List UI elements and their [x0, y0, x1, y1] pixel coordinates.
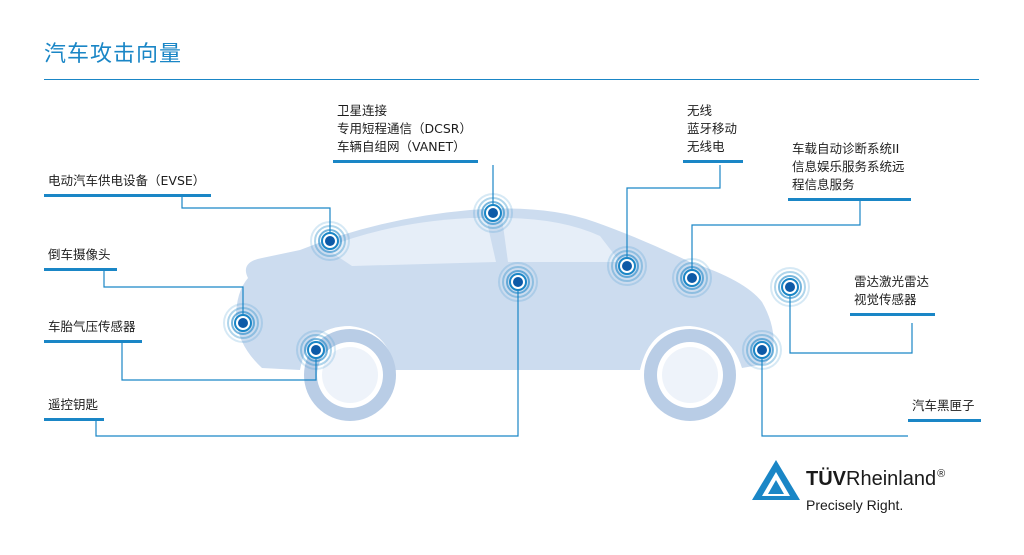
label-radar: 雷达激光雷达 视觉传感器	[850, 273, 936, 316]
node-wireless	[607, 246, 647, 286]
label-evse: 电动汽车供电设备（EVSE）	[44, 172, 212, 197]
node-rear-camera	[223, 303, 263, 343]
label-wireless: 无线 蓝牙移动 无线电	[683, 102, 744, 163]
label-tire-pressure: 车胎气压传感器	[44, 318, 142, 343]
label-black-box: 汽车黑匣子	[908, 397, 981, 422]
car-silhouette	[236, 208, 774, 421]
title-divider	[44, 79, 979, 80]
node-key-fob	[498, 262, 538, 302]
label-diagnostics: 车载自动诊断系统II 信息娱乐服务系统远 程信息服务	[788, 140, 911, 201]
label-key-fob: 遥控钥匙	[44, 396, 105, 421]
page-title: 汽车攻击向量	[44, 42, 183, 67]
label-rear-camera: 倒车摄像头	[44, 246, 117, 271]
node-tire-pressure	[296, 330, 336, 370]
tuv-triangle-icon	[752, 460, 800, 500]
connector-lines	[95, 165, 913, 437]
brand-name: TÜVRheinland®	[806, 468, 946, 490]
label-satellite: 卫星连接 专用短程通信（DCSR） 车辆自组网（VANET）	[333, 102, 478, 163]
node-evse	[310, 221, 350, 261]
brand-tagline: Precisely Right.	[806, 497, 904, 513]
node-satellite	[473, 193, 513, 233]
tuv-logo	[752, 460, 800, 500]
node-black-box	[742, 330, 782, 370]
node-radar	[770, 267, 810, 307]
node-diagnostics	[672, 258, 712, 298]
